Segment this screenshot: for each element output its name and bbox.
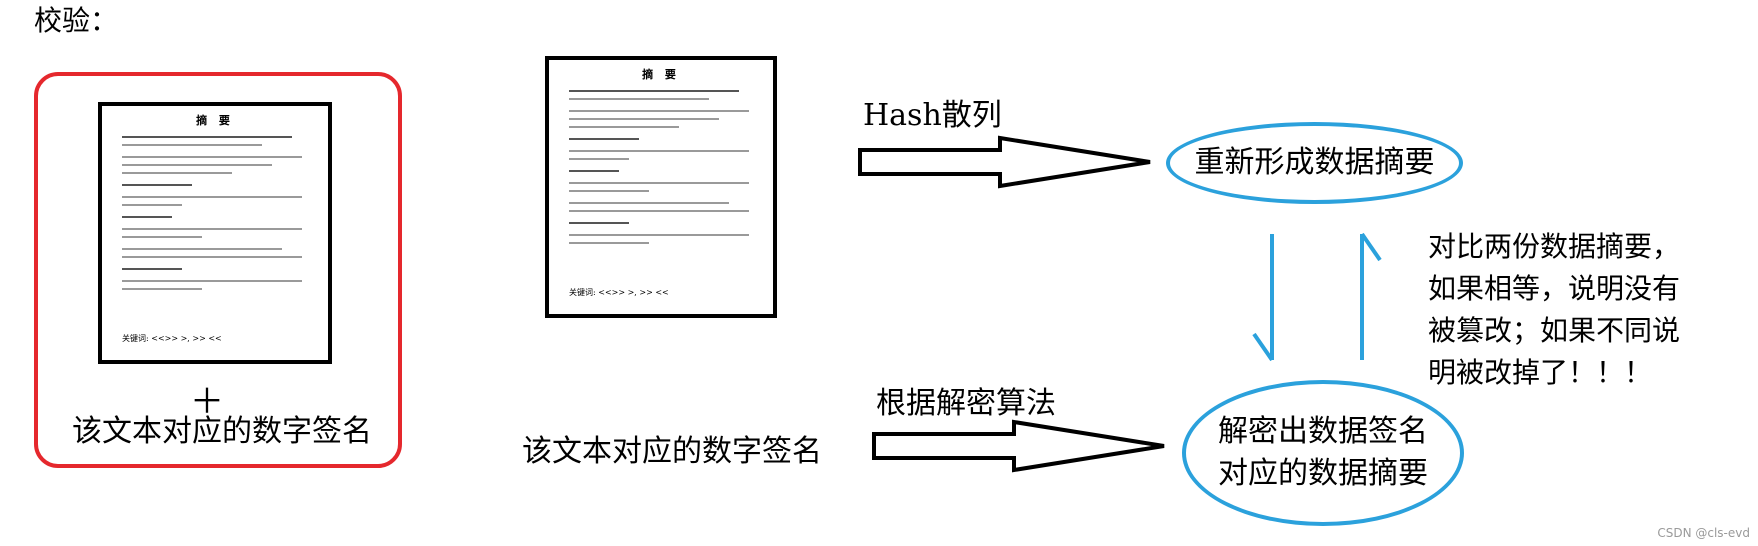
decrypted-digest-line1: 解密出数据签名: [1218, 414, 1428, 449]
left-signature-label: 该文本对应的数字签名: [72, 414, 372, 449]
hash-arrow: [858, 135, 1151, 189]
document-text-line: [569, 170, 619, 172]
plus-sign: ＋: [190, 382, 224, 422]
document-text-line: [122, 156, 302, 158]
document-text-line: [122, 184, 192, 186]
document-text-line: [122, 256, 302, 258]
document-text-line: [569, 210, 749, 212]
comparison-line1: 对比两份数据摘要，: [1428, 230, 1681, 263]
document-text-line: [569, 150, 749, 152]
original-document-icon: 摘 要 关键词: <<>> >, >> <<: [98, 102, 332, 364]
document-text-line: [122, 216, 172, 218]
document-text-line: [569, 126, 679, 128]
comparison-line4: 明被改掉了！！！: [1428, 356, 1653, 389]
document-text-line: [569, 242, 649, 244]
down-arrow-head: [1252, 332, 1274, 362]
regenerated-digest-ellipse: 重新形成数据摘要: [1166, 122, 1463, 204]
document-text-line: [122, 204, 182, 206]
document-text-line: [569, 202, 729, 204]
document-text-line: [122, 144, 262, 146]
document-text-line: [122, 248, 282, 250]
document-text-line: [569, 234, 749, 236]
document-text-line: [122, 288, 202, 290]
comparison-line3: 被篡改；如果不同说: [1428, 314, 1681, 347]
received-document-icon: 摘 要 关键词: <<>> >, >> <<: [545, 56, 777, 318]
decrypted-digest-line2: 对应的数据摘要: [1218, 456, 1428, 491]
document-text-line: [569, 190, 649, 192]
document-text-line: [569, 98, 709, 100]
document-title: 摘 要: [642, 68, 680, 81]
up-arrow-head: [1360, 232, 1382, 262]
watermark: CSDN @cls-evd: [1657, 526, 1750, 540]
document-text-line: [122, 228, 302, 230]
document-text-line: [569, 110, 749, 112]
document-text-line: [122, 196, 302, 198]
document-footer: 关键词: <<>> >, >> <<: [122, 334, 222, 343]
document-text-line: [569, 90, 739, 92]
document-text-line: [569, 222, 629, 224]
document-text-line: [122, 172, 232, 174]
document-text-line: [569, 118, 719, 120]
hash-label: Hash散列: [863, 98, 1002, 133]
comparison-line2: 如果相等，说明没有: [1428, 272, 1681, 305]
document-text-line: [569, 158, 629, 160]
document-text-line: [569, 138, 639, 140]
middle-signature-label: 该文本对应的数字签名: [522, 434, 822, 469]
document-text-line: [122, 164, 272, 166]
document-text-line: [122, 268, 182, 270]
comparison-note: 对比两份数据摘要， 如果相等，说明没有 被篡改；如果不同说 明被改掉了！！！: [1428, 226, 1680, 394]
regenerated-digest-label: 重新形成数据摘要: [1194, 145, 1435, 180]
document-text-line: [122, 136, 292, 138]
document-text-line: [122, 280, 302, 282]
section-heading: 校验：: [34, 4, 119, 37]
document-text-line: [122, 236, 202, 238]
decrypt-label: 根据解密算法: [876, 386, 1056, 421]
decrypt-arrow: [872, 419, 1165, 473]
document-footer: 关键词: <<>> >, >> <<: [569, 288, 669, 297]
document-text-line: [569, 182, 749, 184]
signed-document-highlight-box: [34, 72, 402, 468]
decrypted-digest-ellipse: 解密出数据签名 对应的数据摘要: [1182, 380, 1464, 526]
document-title: 摘 要: [196, 114, 234, 127]
